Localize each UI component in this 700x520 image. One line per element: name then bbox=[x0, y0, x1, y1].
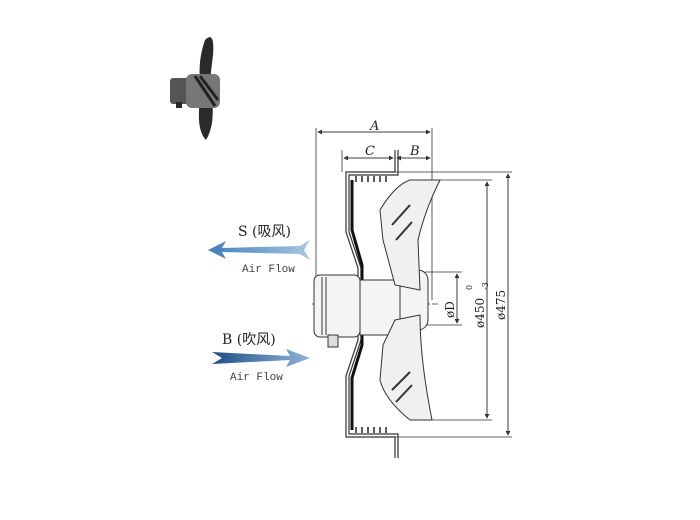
dim-d-label: øD bbox=[443, 301, 457, 318]
dim-450-label: ø450 bbox=[473, 298, 487, 328]
dim-c-label: C bbox=[365, 144, 375, 159]
fan-thumbnail-icon bbox=[170, 37, 220, 140]
dim-b-label: B bbox=[409, 144, 420, 159]
blowing-label: B (吹风) bbox=[222, 332, 276, 348]
suction-arrow-icon bbox=[208, 240, 310, 260]
dim-450-tol-lower: -3 bbox=[481, 282, 490, 290]
blowing-airflow-label: Air Flow bbox=[230, 372, 283, 384]
fan-blades bbox=[379, 179, 441, 421]
blowing-arrow-icon bbox=[212, 349, 310, 367]
suction-label: S (吸风) bbox=[238, 224, 291, 240]
suction-airflow-label: Air Flow bbox=[242, 264, 295, 276]
dim-450-tol-upper: 0 bbox=[465, 285, 474, 290]
dim-a-label: A bbox=[369, 119, 379, 134]
dim-475-label: ø475 bbox=[494, 290, 508, 320]
